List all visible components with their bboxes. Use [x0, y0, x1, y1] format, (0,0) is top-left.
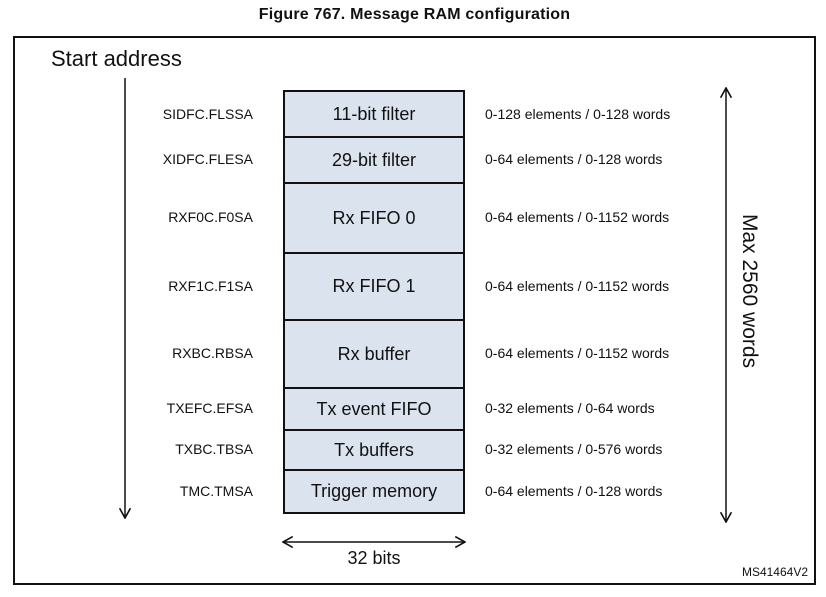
register-label: SIDFC.FLSSA	[162, 106, 253, 122]
memory-segment-box: Rx buffer	[285, 319, 463, 387]
figure-frame: Start address SIDFC.FLSSA XIDFC.FLESA RXF0…	[13, 36, 816, 585]
register-label: TXEFC.EFSA	[166, 400, 253, 416]
range-label: 0-64 elements / 0-128 words	[485, 482, 663, 499]
memory-segment-box: Tx buffers	[285, 429, 463, 469]
register-label: RXBC.RBSA	[172, 345, 253, 361]
range-label: 0-32 elements / 0-576 words	[485, 441, 663, 457]
range-label: 0-64 elements / 0-1152 words	[485, 345, 670, 361]
range-label: 0-128 elements / 0-128 words	[485, 106, 671, 122]
register-label: TMC.TMSA	[179, 482, 253, 499]
figure-title: Figure 767. Message RAM configuration	[258, 6, 571, 23]
register-label: RXF1C.F1SA	[168, 277, 253, 294]
range-label: 0-64 elements / 0-1152 words	[485, 209, 670, 225]
memory-segment-box: 11-bit filter	[285, 92, 463, 136]
figure-id-label: MS41464V2	[741, 565, 808, 579]
range-label: 0-64 elements / 0-1152 words	[485, 277, 670, 294]
register-labels-column: SIDFC.FLSSA XIDFC.FLESA RXF0C.F0SA RXF1C.F1…	[15, 90, 268, 512]
memory-segment-box: 29-bit filter	[285, 136, 463, 182]
register-label: XIDFC.FLESA	[162, 151, 253, 167]
memory-segment-box: Rx FIFO 1	[285, 252, 463, 319]
width-label: 32 bits	[347, 548, 401, 568]
memory-segment-box: Rx FIFO 0	[285, 182, 463, 252]
memory-segment-box: Trigger memory	[285, 469, 463, 512]
memory-segment-box: Tx event FIFO	[285, 387, 463, 429]
range-label: 0-64 elements / 0-128 words	[485, 151, 663, 167]
register-label: TXBC.TBSA	[175, 441, 253, 457]
register-label: RXF0C.F0SA	[168, 209, 253, 225]
range-label: 0-32 elements / 0-64 words	[485, 400, 655, 416]
start-address-label: Start address	[51, 46, 182, 71]
max-words-label: Max 2560 words	[738, 214, 761, 369]
range-labels-column: 0-128 elements / 0-128 words 0-64 element…	[485, 90, 725, 512]
